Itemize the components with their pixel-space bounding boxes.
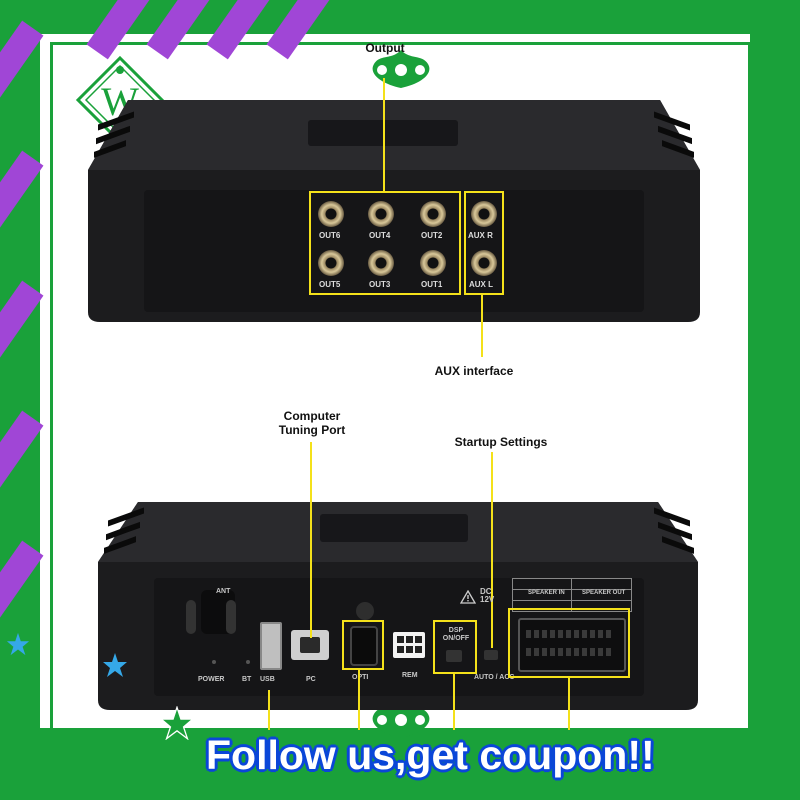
coupon-banner-text: Follow us,get coupon!!: [206, 732, 655, 778]
usb-callout-line: [268, 690, 270, 730]
rem-label: REM: [402, 672, 418, 679]
auto-acc-switch: [484, 650, 498, 660]
aux-ports-highlight: [464, 191, 504, 295]
bt-led: [246, 660, 250, 664]
frame-inner-line-right: [748, 42, 751, 732]
frame-left: [0, 0, 40, 800]
dsp-callout-line: [453, 674, 455, 730]
bt-label: BT: [242, 676, 252, 683]
port-label: OUT1: [421, 280, 443, 289]
auto-label: AUTO / ACC: [474, 674, 515, 681]
port-label: OUT3: [369, 280, 391, 289]
port-label: OUT5: [319, 280, 341, 289]
pc-label: PC: [306, 676, 316, 683]
opti-label: OPTI: [352, 674, 369, 681]
frame-inner-line-left: [50, 42, 53, 732]
output-callout-line: [383, 78, 385, 192]
usb-label: USB: [260, 676, 275, 683]
frame-right: [750, 0, 800, 800]
dsp-device-top: [88, 100, 700, 322]
output-ports-highlight: [309, 191, 461, 295]
rca-jack: [318, 250, 344, 276]
port-label: OUT4: [369, 231, 391, 240]
optical-highlight: [342, 620, 384, 670]
rca-jack: [420, 201, 446, 227]
harness-callout-line: [568, 678, 570, 730]
warning-icon: [459, 589, 477, 604]
rca-jack: [368, 201, 394, 227]
rem-connector: [393, 632, 425, 658]
speaker-in-label: SPEAKER IN: [528, 590, 565, 596]
harness-connector: [518, 618, 626, 672]
aux-callout-line: [481, 295, 483, 357]
antenna-slot: [226, 600, 236, 634]
dsp-switch: [446, 650, 462, 662]
port-label: AUX L: [469, 280, 493, 289]
harness-highlight: [508, 608, 630, 678]
optical-callout-line: [358, 670, 360, 730]
startup-callout-label: Startup Settings: [454, 435, 548, 449]
optical-cap: [356, 602, 374, 620]
speaker-out-label: SPEAKER OUT: [582, 590, 626, 596]
frame-bottom: [0, 728, 800, 800]
power-led: [212, 660, 216, 664]
rca-jack: [318, 201, 344, 227]
rca-jack: [420, 250, 446, 276]
antenna-slot: [186, 600, 196, 634]
usb-port: [260, 622, 282, 670]
star-icon: [102, 652, 128, 678]
speaker-pinout-table: [512, 578, 632, 612]
port-label: OUT2: [421, 231, 443, 240]
pc-usb-b-socket: [300, 637, 320, 653]
dsp-switch-highlight: [433, 620, 477, 674]
startup-callout-line: [491, 452, 493, 648]
power-label: POWER: [198, 676, 225, 683]
port-label: AUX R: [468, 231, 493, 240]
frame-inner-line: [50, 42, 750, 45]
rca-jack: [471, 201, 497, 227]
aux-callout-label: AUX interface: [434, 364, 514, 378]
star-icon: [6, 632, 30, 656]
star-icon: [159, 705, 195, 741]
rca-jack: [471, 250, 497, 276]
port-label: OUT6: [319, 231, 341, 240]
ant-label: ANT: [216, 588, 231, 595]
rca-jack: [368, 250, 394, 276]
output-callout-label: Output: [365, 41, 405, 55]
optical-port: [350, 626, 378, 666]
computer-callout-label: Computer Tuning Port: [278, 409, 346, 437]
computer-callout-line: [310, 442, 312, 638]
ornament-icon: [362, 44, 440, 94]
dc-label: DC 12V: [480, 587, 495, 604]
dsp-label: DSP ON/OFF: [442, 627, 470, 642]
